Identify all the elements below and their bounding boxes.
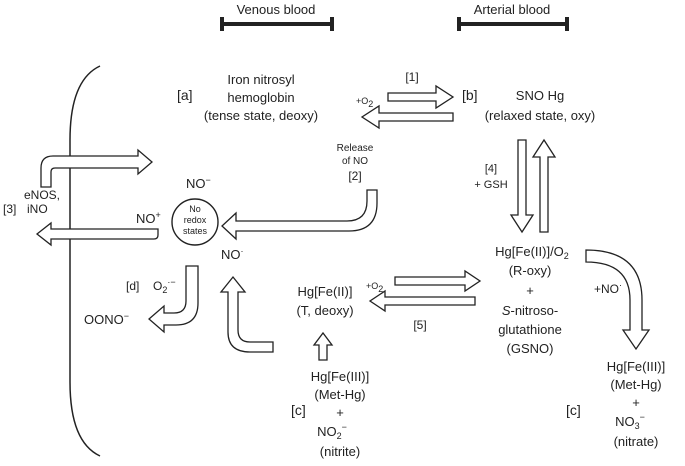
superoxide-arrow [148, 265, 199, 334]
node-a-line3: (tense state, deoxy) [204, 108, 318, 123]
venous-bar [220, 17, 334, 31]
arrow1-label: [1] [405, 70, 418, 84]
c-left-line2: (Met-Hg) [314, 387, 365, 402]
arrow1-reverse [360, 104, 454, 130]
arrow4-down [509, 139, 535, 234]
no-minus-text: NO [186, 176, 206, 191]
hg-t-line2: (T, deoxy) [296, 303, 353, 318]
venous-blood-label: Venous blood [237, 2, 316, 17]
bracket-num: [3] [3, 202, 16, 216]
venous-blood-header: Venous blood [220, 2, 334, 31]
roxy-line3: S-nitroso- [502, 303, 558, 318]
arrow-d-o2-sup: ·− [167, 277, 175, 287]
arrow1-forward [387, 84, 455, 110]
c-left-plus: + [336, 405, 344, 420]
roxy-line3-rest: -nitroso- [510, 303, 558, 318]
release-num: [2] [348, 169, 361, 183]
node-b-tag: [b] [462, 87, 478, 103]
circle-line2: redox [184, 215, 207, 225]
c-left-line3: NO2− [317, 422, 347, 441]
roxy-line4: glutathione [498, 322, 562, 337]
no-minus-sup: − [206, 175, 211, 185]
roxy-line1-text: Hg[Fe(II)]/O [495, 244, 564, 259]
arrow-d-o2: O2·− [153, 277, 176, 295]
arrow1-o2-sub: 2 [368, 99, 373, 109]
arrow4-num: [4] [485, 163, 497, 175]
circle-line3: states [183, 226, 208, 236]
no-plus-out-arrow [35, 221, 159, 247]
peroxynitrite-text: OONO [84, 312, 124, 327]
c-right-line3-sup: − [640, 412, 645, 422]
arrow-d-tag: [d] [126, 279, 139, 293]
arrow5-o2-sub: 2 [378, 284, 383, 294]
c-left-line3-text: NO [317, 424, 337, 439]
roxy-line2: (R-oxy) [509, 263, 552, 278]
arrow4-label: + GSH [474, 179, 507, 191]
arrow5-reverse [368, 289, 476, 313]
node-a-line1: Iron nitrosyl [227, 72, 294, 87]
release-line2: of NO [342, 156, 368, 167]
hg-t-line1: Hg[Fe(II)] [298, 284, 353, 299]
no-dot-add-sup: · [619, 280, 622, 290]
arterial-blood-header: Arterial blood [457, 2, 569, 31]
no-dot-to-nitrate-arrow [585, 249, 651, 351]
peroxynitrite: OONO− [84, 311, 129, 327]
roxy-line5: (GSNO) [507, 341, 554, 356]
roxy-line3-s: S [502, 303, 511, 318]
roxy-line1-sub: 2 [564, 251, 569, 261]
c-right-line3-text: NO [615, 414, 635, 429]
no-minus: NO− [186, 175, 211, 191]
arterial-blood-label: Arterial blood [474, 2, 551, 17]
node-b-line1: SNO Hg [516, 88, 564, 103]
membrane-bracket [69, 65, 101, 457]
release-line1: Release [337, 143, 374, 154]
c-right-line3-sub: 3 [635, 421, 640, 431]
arrow1-o2-text: +O [356, 96, 368, 106]
ino-label: iNO [27, 202, 48, 216]
roxy-line1: Hg[Fe(II)]/O2 [495, 244, 569, 261]
release-no-arrow [221, 189, 378, 241]
c-left-up-arrow [312, 331, 334, 361]
no-dot-add-text: +NO [594, 282, 619, 296]
circle-line1: No [189, 204, 201, 214]
no-plus-text: NO [136, 211, 156, 226]
arrow-d-o2-text: O [153, 279, 162, 293]
c-left-tag: [c] [291, 402, 306, 418]
node-b-line2: (relaxed state, oxy) [485, 108, 596, 123]
no-dot-text: NO [221, 247, 241, 262]
c-left-line3-sub: 2 [337, 431, 342, 441]
c-right-line3: NO3− [615, 412, 645, 431]
c-right-line2: (Met-Hg) [610, 377, 661, 392]
arrow5-o2-text: +O [366, 281, 378, 291]
hg-t-to-no-arrow [219, 275, 274, 353]
c-right-plus: + [632, 395, 640, 410]
enos-no-arrow [40, 148, 153, 188]
arrow-d-o2-sub: 2 [162, 285, 167, 295]
no-plus-sup: + [156, 210, 161, 220]
node-a-tag: [a] [177, 87, 193, 103]
no-dot: NO· [221, 246, 244, 262]
arrow5-o2: +O2 [366, 281, 383, 294]
node-a-line2: hemoglobin [227, 90, 294, 105]
arrow5-num: [5] [413, 318, 426, 332]
c-left-line4: (nitrite) [320, 444, 360, 459]
c-left-line1: Hg[Fe(III)] [311, 369, 370, 384]
enos-label: eNOS, [24, 188, 60, 202]
no-redox-circle [171, 198, 219, 246]
no-plus: NO+ [136, 210, 161, 226]
no-dot-add: +NO· [594, 280, 622, 296]
arrow1-o2: +O2 [356, 96, 373, 109]
peroxynitrite-sup: − [124, 311, 129, 321]
roxy-plus: + [526, 283, 534, 298]
c-left-line3-sup: − [342, 422, 347, 432]
arrow5-forward [394, 269, 482, 293]
arterial-bar [457, 17, 569, 31]
c-right-line1: Hg[Fe(III)] [607, 359, 666, 374]
c-right-tag: [c] [566, 402, 581, 418]
arrow4-up [531, 138, 557, 233]
c-right-line4: (nitrate) [614, 434, 659, 449]
no-dot-sup: · [241, 246, 244, 256]
